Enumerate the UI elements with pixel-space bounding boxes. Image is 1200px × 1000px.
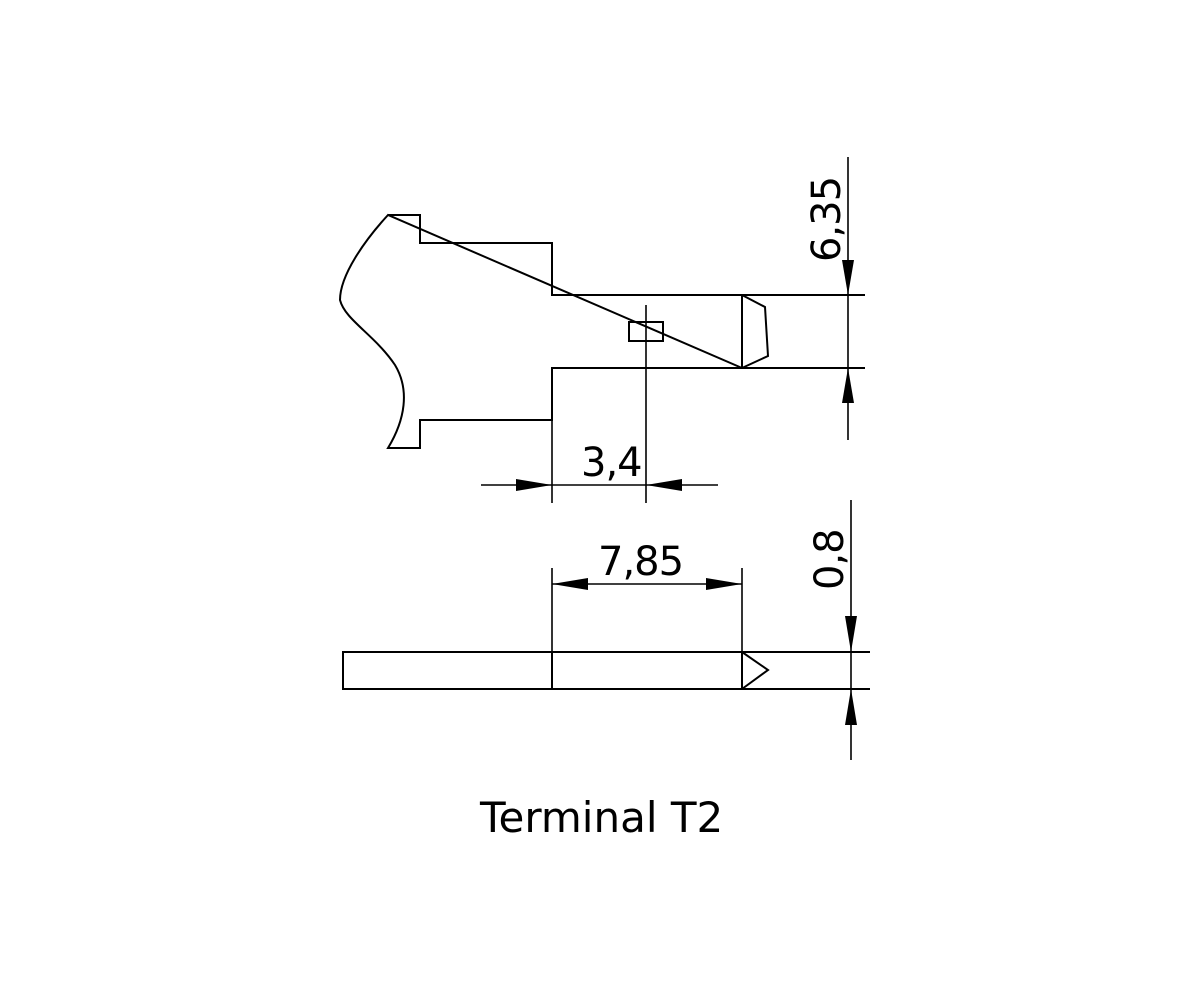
drawing-title: Terminal T2 xyxy=(479,793,723,842)
blade-tip-chamfer xyxy=(741,294,770,369)
terminal-side-view xyxy=(342,568,870,690)
dimension-width-label: 6,35 xyxy=(804,177,850,262)
terminal-top-view xyxy=(338,213,865,503)
side-view-body xyxy=(342,651,743,690)
dimension-blade-length: 7,85 xyxy=(552,539,742,590)
dimension-thickness: 0,8 xyxy=(807,500,857,760)
dimension-hole-position-label: 3,4 xyxy=(581,440,642,486)
terminal-outline xyxy=(338,213,743,449)
dimension-hole-position: 3,4 xyxy=(481,440,718,491)
dimension-thickness-label: 0,8 xyxy=(807,529,853,590)
dimension-blade-length-label: 7,85 xyxy=(598,539,683,585)
side-view-tip xyxy=(741,651,770,690)
dimension-width: 6,35 xyxy=(804,157,854,440)
